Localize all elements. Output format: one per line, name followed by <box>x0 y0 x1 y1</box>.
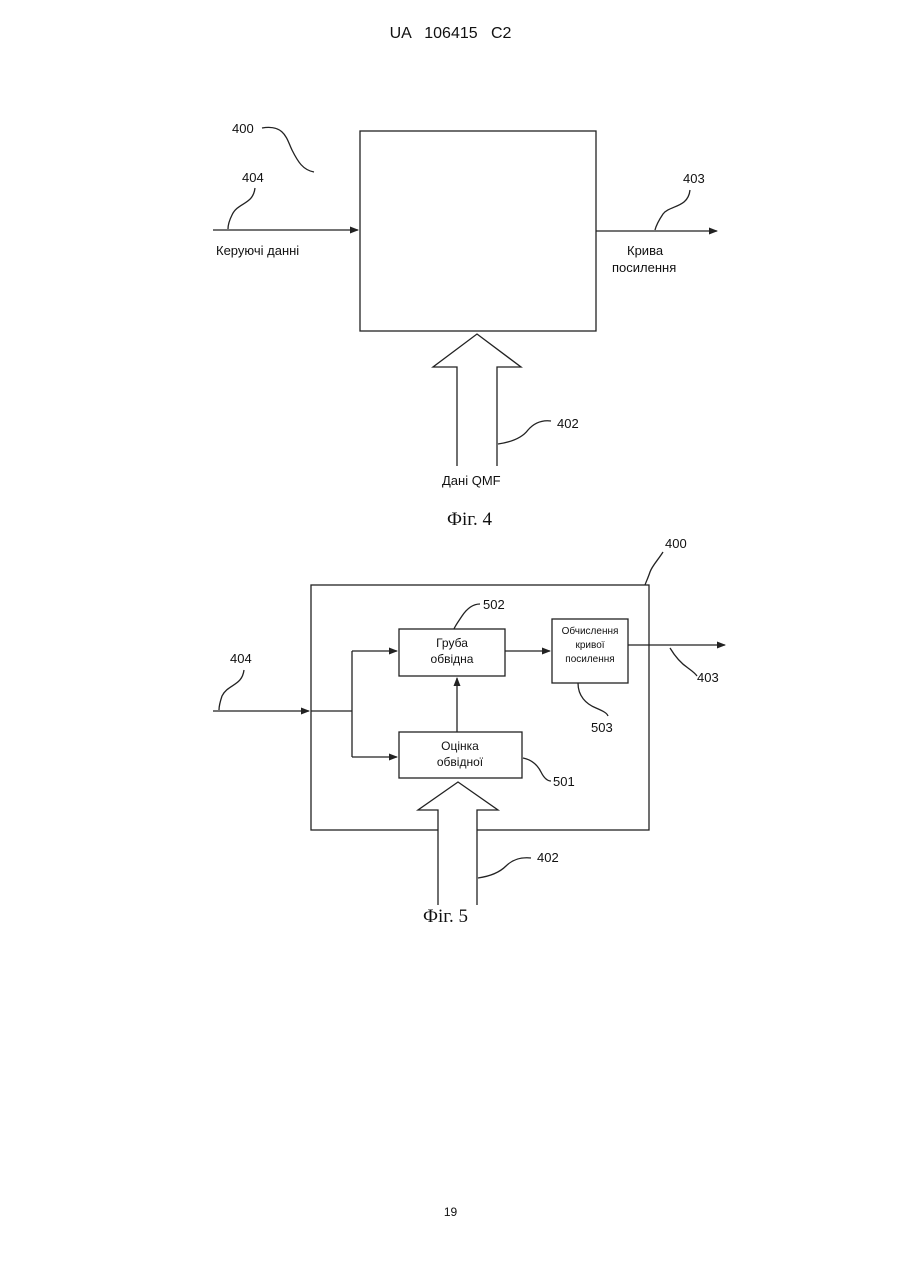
fig4-qmf-input-arrow <box>433 334 521 466</box>
fig5-coarse-envelope-label-2: обвідна <box>431 652 474 666</box>
fig4-caption: Фіг. 4 <box>447 509 492 530</box>
fig5-coarse-envelope-label-1: Груба <box>436 636 468 650</box>
fig4-qmf-data-label: Дані QMF <box>442 473 501 488</box>
fig4-ref-400: 400 <box>232 121 254 136</box>
fig4-ref-404: 404 <box>242 170 264 185</box>
fig4-processing-block <box>360 131 596 331</box>
fig4-ref-404-leader <box>228 188 255 229</box>
fig4-ref-402: 402 <box>557 416 579 431</box>
fig5-gain-calc-label-1: Обчислення <box>562 625 619 637</box>
fig4-ref-403: 403 <box>683 171 705 186</box>
fig5-ref-400: 400 <box>665 536 687 551</box>
fig5-ref-501: 501 <box>553 774 575 789</box>
fig4-ref-403-leader <box>655 190 690 230</box>
fig4-ref-402-leader <box>498 421 551 444</box>
fig4-ref-400-leader <box>262 127 314 172</box>
fig5-gain-calc-label-3: посилення <box>565 654 614 665</box>
fig5-caption: Фіг. 5 <box>423 906 468 927</box>
fig4-gain-curve-label-1: Крива <box>627 243 664 258</box>
fig5-ref-404: 404 <box>230 651 252 666</box>
figure-4: 400 404 Керуючі данні 403 Крива посиленн… <box>213 121 717 530</box>
page-number: 19 <box>0 1205 901 1219</box>
fig5-ref-403: 403 <box>697 670 719 685</box>
fig4-control-data-label: Керуючі данні <box>216 243 299 258</box>
fig5-ref-402: 402 <box>537 850 559 865</box>
figure-5: 400 404 Груба обвідна 502 Оцінка обвідно… <box>213 536 725 927</box>
fig5-ref-400-leader <box>645 552 663 585</box>
fig5-gain-calc-label-2: кривої <box>575 640 604 651</box>
fig5-ref-502: 502 <box>483 597 505 612</box>
fig5-ref-404-leader <box>219 670 244 710</box>
fig5-ref-402-leader <box>478 858 531 878</box>
fig5-ref-403-leader <box>670 648 697 676</box>
fig5-envelope-estimate-label-1: Оцінка <box>441 739 479 753</box>
fig5-envelope-estimate-label-2: обвідної <box>437 755 484 769</box>
fig5-ref-503: 503 <box>591 720 613 735</box>
fig4-gain-curve-label-2: посилення <box>612 260 676 275</box>
